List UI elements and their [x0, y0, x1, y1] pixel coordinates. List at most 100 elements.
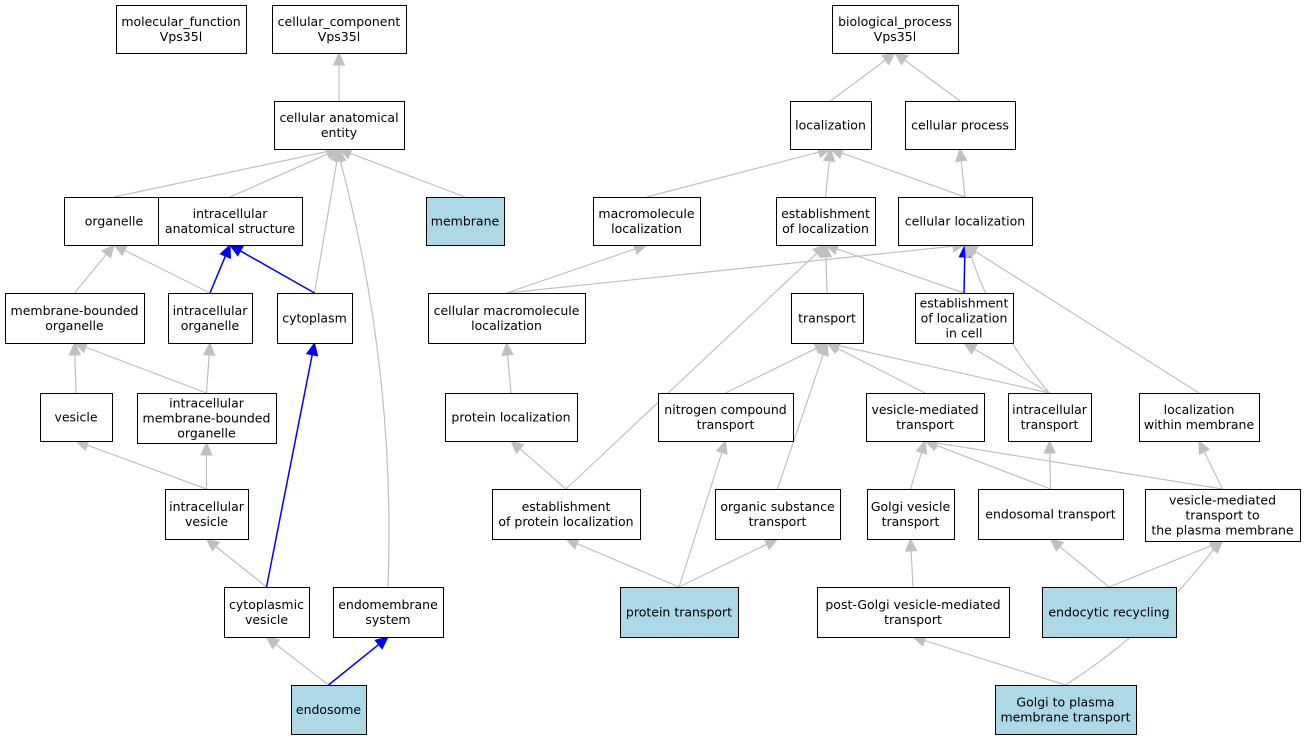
edge-arrowhead	[904, 537, 918, 552]
node-box	[1145, 489, 1301, 542]
node-label: Golgi vesicle	[871, 499, 951, 514]
node-label: vesicle	[185, 514, 228, 529]
node-label: post-Golgi vesicle-mediated	[825, 597, 1000, 612]
node-label: transport to	[1185, 508, 1259, 523]
node-organelle[interactable]: organelle	[64, 197, 165, 246]
node-label: membrane-bounded	[143, 411, 271, 426]
node-protein_transport[interactable]: protein transport	[620, 587, 739, 638]
node-endosome[interactable]: endosome	[291, 685, 367, 735]
node-transport[interactable]: transport	[791, 293, 864, 344]
node-cellular_process[interactable]: cellular process	[905, 101, 1016, 150]
node-label: endosomal transport	[985, 507, 1115, 522]
edge-endosome-to-endomembrane_system	[328, 636, 389, 686]
edge-line	[124, 249, 211, 294]
edge-organelle-to-cellular_anatomical_entity	[113, 145, 341, 198]
node-label: Vps35l	[318, 29, 360, 44]
node-label: transport	[697, 417, 755, 432]
edge-line	[904, 59, 961, 102]
edge-cytoplasmic_vesicle-to-intracellular_vesicle	[205, 538, 267, 588]
edge-line	[830, 59, 886, 102]
edge-establishment_of_localization-to-localization	[822, 147, 836, 198]
node-box	[1008, 393, 1092, 442]
edge-establishment_of_localization_in_cell-to-establishment_of_localization	[824, 243, 965, 294]
node-vesicle[interactable]: vesicle	[40, 393, 113, 442]
edge-intracellular_anatomical_structure-to-cellular_anatomical_entity	[229, 148, 341, 198]
node-label: organelle	[85, 214, 144, 229]
node-localization[interactable]: localization	[790, 101, 872, 150]
node-label: vesicle	[245, 612, 288, 627]
node-label: vesicle-mediated	[1169, 493, 1276, 508]
edge-arrowhead	[812, 244, 827, 259]
node-cytoplasm[interactable]: cytoplasm	[277, 293, 353, 344]
edge-protein_localization-to-cellular_macromolecule_localization	[501, 341, 514, 394]
edge-arrowhead	[200, 441, 213, 456]
node-box	[866, 393, 985, 442]
node-label: localization	[471, 318, 542, 333]
edge-localization-to-biological_process	[830, 52, 896, 102]
node-box	[158, 197, 303, 246]
edge-arrowhead	[955, 147, 968, 163]
node-box	[915, 293, 1014, 344]
edge-line	[1049, 452, 1052, 490]
edge-arrowhead	[374, 636, 389, 650]
node-label: system	[365, 612, 410, 627]
node-label: membrane	[431, 214, 500, 229]
node-box	[867, 489, 955, 540]
node-box	[426, 197, 505, 246]
edges-layer	[68, 51, 1224, 686]
edge-intracellular_membrane_bounded_organelle-to-membrane_bounded_organelle	[73, 341, 207, 394]
node-membrane[interactable]: membrane	[426, 197, 505, 246]
node-box	[272, 5, 407, 54]
node-box	[5, 293, 145, 344]
edge-line	[85, 346, 207, 394]
node-endocytic_recycling[interactable]: endocytic recycling	[1042, 587, 1177, 638]
edge-vesicle_mediated_transport-to-transport	[825, 342, 926, 394]
node-label: establishment	[781, 206, 870, 221]
edge-line	[506, 248, 636, 294]
node-endosomal_transport[interactable]: endosomal transport	[978, 489, 1124, 540]
edge-line	[74, 253, 107, 294]
node-label: intracellular	[173, 303, 249, 318]
edge-arrowhead	[962, 342, 978, 355]
edge-arrowhead	[1209, 540, 1224, 555]
edge-line	[87, 444, 207, 490]
node-protein_localization[interactable]: protein localization	[445, 393, 578, 442]
edge-endosomal_transport-to-intracellular_transport	[1043, 439, 1057, 490]
edge-arrowhead	[915, 439, 928, 455]
node-label: protein localization	[451, 410, 570, 425]
node-label: vesicle-mediated	[871, 402, 978, 417]
edge-line	[1203, 451, 1224, 490]
edge-cellular_macromolecule_localization-to-cellular_localization	[506, 240, 967, 294]
edge-line	[205, 354, 210, 394]
node-label: molecular_function	[121, 14, 240, 29]
edge-arrowhead	[1198, 439, 1211, 455]
edge-arrowhead	[68, 341, 82, 356]
node-cellular_localization[interactable]: cellular localization	[898, 197, 1033, 246]
edge-nitrogen_compound_transport-to-transport	[725, 342, 829, 394]
